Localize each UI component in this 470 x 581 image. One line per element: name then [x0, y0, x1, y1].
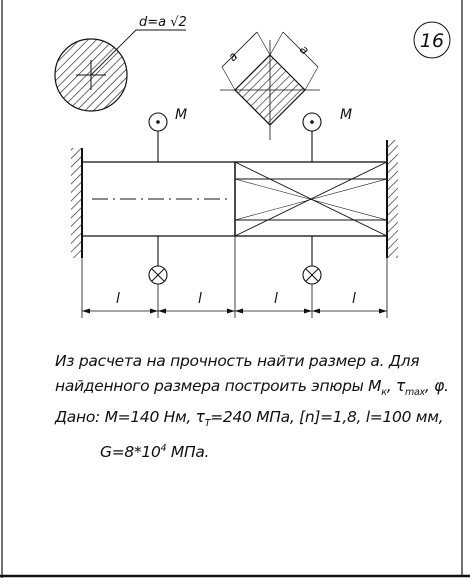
task-line-4: G=8*104 МПа. — [100, 443, 210, 462]
moment-2-label: M — [340, 107, 352, 123]
dimension-extensions — [81, 236, 388, 318]
shaft-round-part — [82, 161, 236, 237]
shaft-square-part — [234, 161, 388, 237]
segment-label-3: l — [274, 291, 278, 307]
round-section-label: d=a √2 — [139, 15, 187, 30]
moment-2: M — [302, 107, 352, 162]
segment-label-4: l — [352, 291, 356, 307]
moment-2-bottom — [302, 236, 322, 285]
segment-label-2: l — [198, 291, 202, 307]
task-text: Из расчета на прочность найти размер a. … — [55, 349, 465, 465]
problem-number: 16 — [420, 30, 444, 52]
left-wall — [71, 148, 83, 258]
dimension-line: l l l l — [82, 291, 387, 314]
moment-1: M — [148, 107, 187, 162]
square-side-label-right: a — [297, 42, 312, 57]
square-section: a a — [220, 31, 320, 140]
round-section: d=a √2 — [54, 15, 187, 112]
right-wall — [386, 140, 398, 258]
moment-1-bottom — [148, 236, 168, 285]
task-line-3: Дано: M=140 Нм, τT=240 МПа, [n]=1,8, l=1… — [55, 408, 444, 430]
segment-label-1: l — [116, 291, 120, 307]
problem-number-badge: 16 — [413, 21, 451, 59]
task-line-2: найденного размера построить эпюры Mк, τ… — [55, 377, 449, 399]
task-line-1: Из расчета на прочность найти размер a. … — [55, 352, 420, 370]
moment-1-label: M — [175, 107, 187, 123]
